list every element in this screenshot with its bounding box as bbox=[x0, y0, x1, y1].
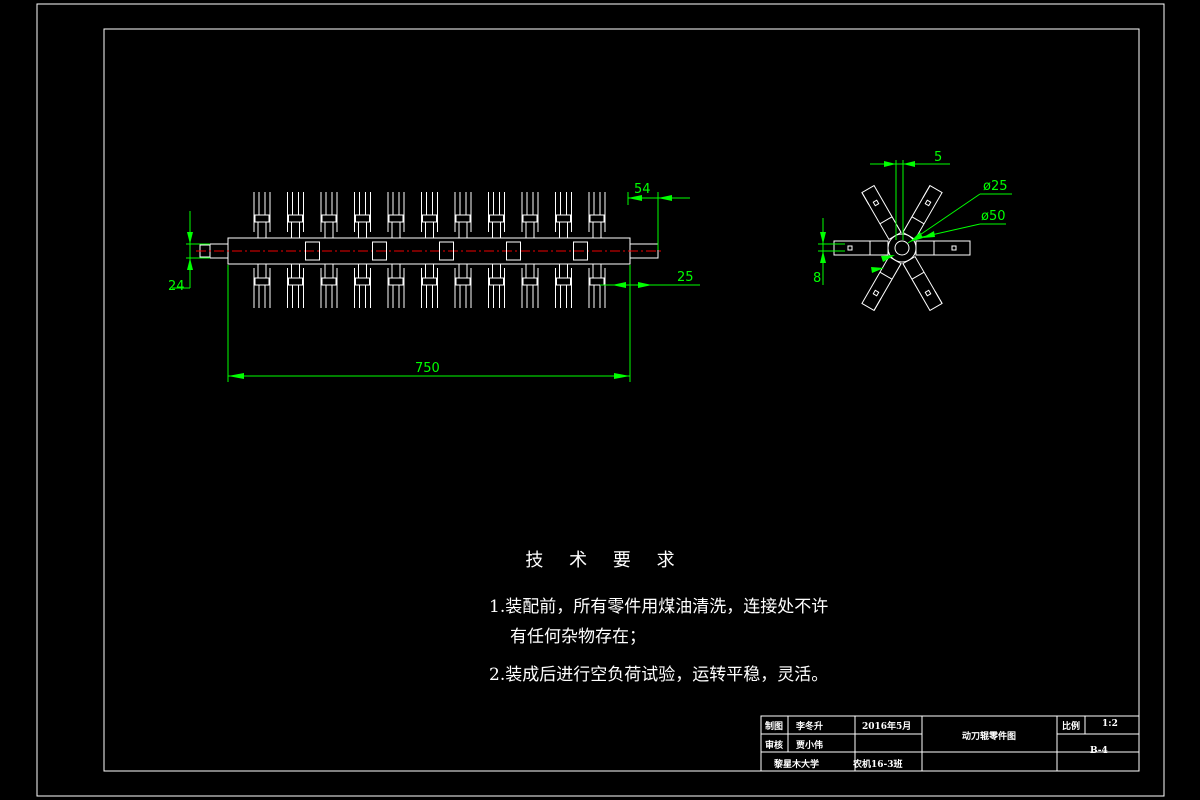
lower-blade bbox=[387, 263, 405, 308]
side-blade bbox=[861, 255, 902, 312]
lower-blade bbox=[588, 263, 606, 308]
tb-drawing-no: B-4 bbox=[1090, 746, 1108, 756]
lower-blade bbox=[555, 263, 572, 308]
dimension-key: 8 bbox=[813, 218, 895, 286]
dim-pitch-text: 54 bbox=[634, 182, 651, 197]
upper-blade bbox=[253, 192, 271, 239]
inner-border bbox=[103, 28, 1140, 772]
lower-blade bbox=[488, 263, 505, 308]
shaft-key-window bbox=[305, 241, 320, 261]
dimension-thickness: 5 bbox=[870, 150, 950, 240]
side-blade bbox=[861, 184, 902, 241]
tb-school: 黎星木大学 bbox=[774, 760, 820, 770]
tb-checked-name: 贾小伟 bbox=[796, 741, 824, 751]
upper-blade bbox=[488, 192, 505, 239]
dim-length-text: 750 bbox=[415, 361, 440, 376]
upper-blade bbox=[387, 192, 405, 239]
lower-blade bbox=[421, 263, 438, 308]
hub-inner bbox=[894, 240, 910, 256]
dimension-blade-width: 25 bbox=[600, 270, 700, 288]
hub-outer bbox=[887, 233, 917, 263]
tb-drawn-label: 制图 bbox=[765, 722, 784, 732]
lower-blade bbox=[287, 263, 304, 308]
dim-blade-width-text: 25 bbox=[677, 270, 694, 285]
tb-drawn-name: 李冬升 bbox=[796, 722, 824, 732]
tb-scale-label: 比例 bbox=[1062, 722, 1081, 732]
shaft-key-window bbox=[372, 241, 387, 261]
front-view bbox=[196, 192, 664, 308]
dim-shaft-height-text: 24 bbox=[168, 279, 185, 294]
side-blade bbox=[902, 255, 943, 312]
upper-blade bbox=[588, 192, 606, 239]
tech-requirement-1-line1: 1.装配前，所有零件用煤油清洗，连接处不许 bbox=[489, 597, 829, 617]
side-blade bbox=[902, 184, 943, 241]
lower-blade bbox=[320, 263, 338, 308]
tb-drawing-name: 动刀辊零件图 bbox=[962, 732, 1017, 742]
dim-inner-dia-text: ø25 bbox=[983, 179, 1008, 194]
lower-blade bbox=[454, 263, 472, 308]
upper-blade bbox=[287, 192, 304, 239]
upper-blade bbox=[521, 192, 539, 239]
outer-border bbox=[36, 3, 1165, 797]
lower-blade bbox=[253, 263, 271, 308]
dim-thickness-text: 5 bbox=[934, 150, 942, 165]
dimension-length: 750 bbox=[227, 265, 631, 382]
tb-date: 2016年5月 bbox=[862, 722, 912, 732]
dimension-pitch: 54 bbox=[627, 182, 690, 250]
upper-blade bbox=[320, 192, 338, 239]
dim-outer-dia-text: ø50 bbox=[981, 209, 1006, 224]
upper-blade bbox=[421, 192, 438, 239]
side-blade bbox=[915, 240, 971, 256]
side-blade bbox=[833, 240, 889, 256]
tb-checked-label: 审核 bbox=[765, 741, 784, 751]
tech-requirement-1-line2: 有任何杂物存在； bbox=[510, 627, 646, 647]
side-view bbox=[833, 184, 971, 312]
upper-blade bbox=[454, 192, 472, 239]
tech-requirements-title: 技 术 要 求 bbox=[525, 550, 685, 571]
dimension-shaft-height: 24 bbox=[168, 211, 210, 294]
shaft-key-window bbox=[439, 241, 454, 261]
tech-requirement-2: 2.装成后进行空负荷试验，运转平稳，灵活。 bbox=[489, 665, 829, 685]
tb-class: 农机16-3班 bbox=[853, 760, 903, 770]
upper-blade bbox=[354, 192, 371, 239]
dimension-diameters: ø25 ø50 bbox=[907, 179, 1012, 244]
lower-blade bbox=[521, 263, 539, 308]
tb-scale: 1:2 bbox=[1102, 719, 1118, 729]
lower-blade bbox=[354, 263, 371, 308]
dim-key-text: 8 bbox=[813, 271, 821, 286]
upper-blade bbox=[555, 192, 572, 239]
title-block-grid bbox=[760, 715, 1140, 772]
shaft-key-window bbox=[573, 241, 588, 261]
shaft-key-window bbox=[506, 241, 521, 261]
